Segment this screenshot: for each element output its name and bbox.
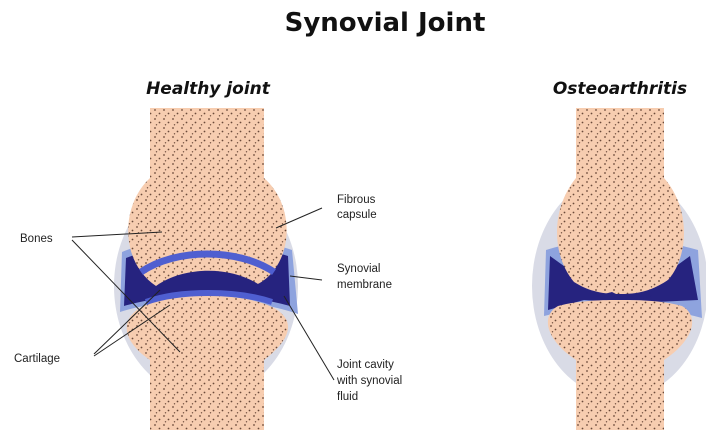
label-joint-cavity-line3: fluid [337,391,358,403]
oa-upper-bone [557,108,684,294]
label-synovial-membrane-line1: Synovial [337,263,380,275]
healthy-joint-heading: Healthy joint [146,79,271,99]
joint-cavity-leader [284,296,334,380]
healthy-joint-panel: Healthy joint [114,79,298,430]
label-fibrous-capsule-line1: Fibrous [337,194,376,206]
label-joint-cavity-line1: Joint cavity [337,359,394,371]
diagram-title: Synovial Joint [285,8,486,38]
osteoarthritis-panel: Osteoarthritis [532,79,706,430]
label-cartilage: Cartilage [14,353,60,365]
label-joint-cavity-line2: with synovial [336,375,402,387]
osteoarthritis-heading: Osteoarthritis [553,79,687,99]
label-bones: Bones [20,233,53,245]
label-synovial-membrane-line2: membrane [337,279,392,291]
label-fibrous-capsule-line2: capsule [337,209,377,221]
lower-bone [127,296,288,431]
upper-bone [128,108,286,286]
